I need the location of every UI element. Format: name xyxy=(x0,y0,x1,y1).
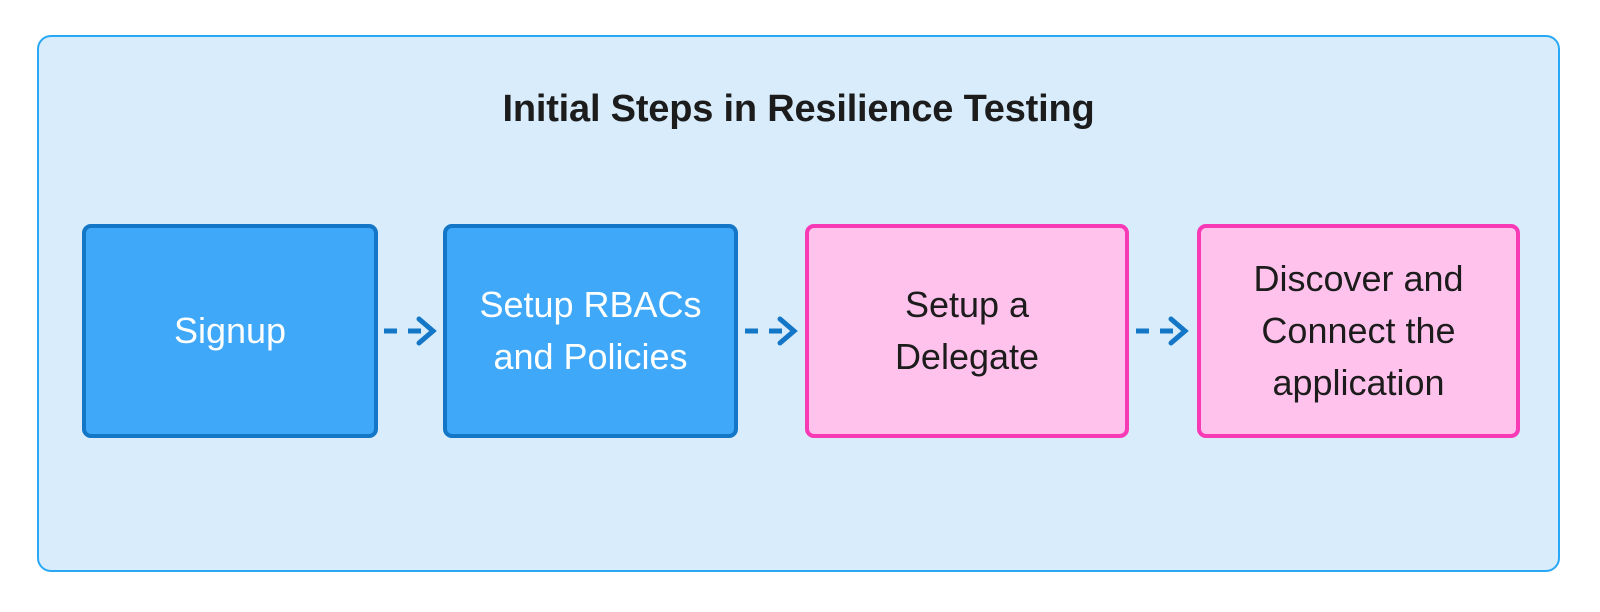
flow-node-label: Discover and Connect the application xyxy=(1253,257,1464,404)
flow-node-discover-and-connect-the-application[interactable]: Discover and Connect the application xyxy=(1197,224,1520,438)
flow-arrow-3 xyxy=(1129,312,1197,350)
dashed-arrow-icon xyxy=(1136,316,1189,346)
diagram-panel: Initial Steps in Resilience Testing Sign… xyxy=(37,35,1560,572)
flow-node-signup[interactable]: Signup xyxy=(82,224,378,438)
flow-node-setup-rbacs-and-policies[interactable]: Setup RBACs and Policies xyxy=(443,224,738,438)
page-title: Initial Steps in Resilience Testing xyxy=(502,88,1095,130)
flow-node-label: Setup RBACs and Policies xyxy=(479,283,702,377)
dashed-arrow-icon xyxy=(744,316,798,346)
flow-node-setup-a-delegate[interactable]: Setup a Delegate xyxy=(805,224,1129,438)
flow-node-label: Signup xyxy=(173,309,287,351)
flow-node-label: Setup a Delegate xyxy=(894,283,1040,377)
flow-arrow-2 xyxy=(738,312,805,350)
dashed-arrow-icon xyxy=(383,316,437,346)
flow-arrow-1 xyxy=(378,312,443,350)
flow-steps-row: Signup Setup RBACs and Policies Setup a … xyxy=(82,224,1520,438)
